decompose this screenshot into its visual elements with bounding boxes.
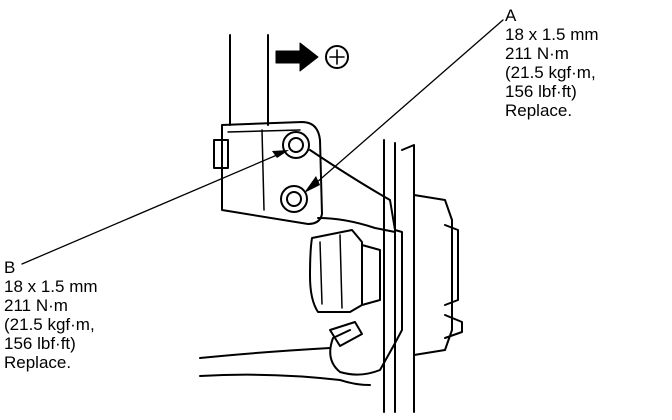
callout-a: A 18 x 1.5 mm 211 N·m (21.5 kgf·m, 156 l… — [505, 6, 599, 120]
clevis-bracket — [213, 121, 323, 225]
steering-knuckle — [309, 149, 403, 376]
callout-a-torque-lbfft: 156 lbf·ft) — [505, 82, 577, 101]
callout-b-letter: B — [4, 258, 16, 277]
hub-disc — [383, 139, 463, 413]
leader-line-a — [307, 19, 504, 191]
circled-plus-icon — [325, 45, 349, 69]
callout-a-note: Replace. — [505, 101, 573, 120]
callout-b-note: Replace. — [4, 353, 72, 372]
leader-lines — [21, 19, 504, 265]
callout-a-letter: A — [505, 6, 517, 25]
callout-b: B 18 x 1.5 mm 211 N·m (21.5 kgf·m, 156 l… — [4, 258, 98, 372]
strut-body — [229, 34, 269, 126]
bolt-a — [280, 185, 308, 213]
leader-arrowhead-b — [272, 150, 289, 158]
driveshaft-joint — [309, 229, 381, 313]
callout-b-torque-lbfft: 156 lbf·ft) — [4, 334, 76, 353]
callout-b-size: 18 x 1.5 mm — [4, 277, 98, 296]
lower-arm — [199, 321, 371, 386]
callout-a-torque-kgfm: (21.5 kgf·m, — [505, 63, 596, 82]
leader-line-b — [21, 151, 285, 265]
callout-b-torque-kgfm: (21.5 kgf·m, — [4, 315, 95, 334]
callout-a-torque-nm: 211 N·m — [505, 44, 569, 63]
callout-b-torque-nm: 211 N·m — [4, 296, 68, 315]
bolt-b — [282, 131, 310, 159]
callout-a-size: 18 x 1.5 mm — [505, 25, 599, 44]
arrow-right-icon — [275, 42, 319, 72]
leader-arrowhead-a — [304, 176, 320, 193]
